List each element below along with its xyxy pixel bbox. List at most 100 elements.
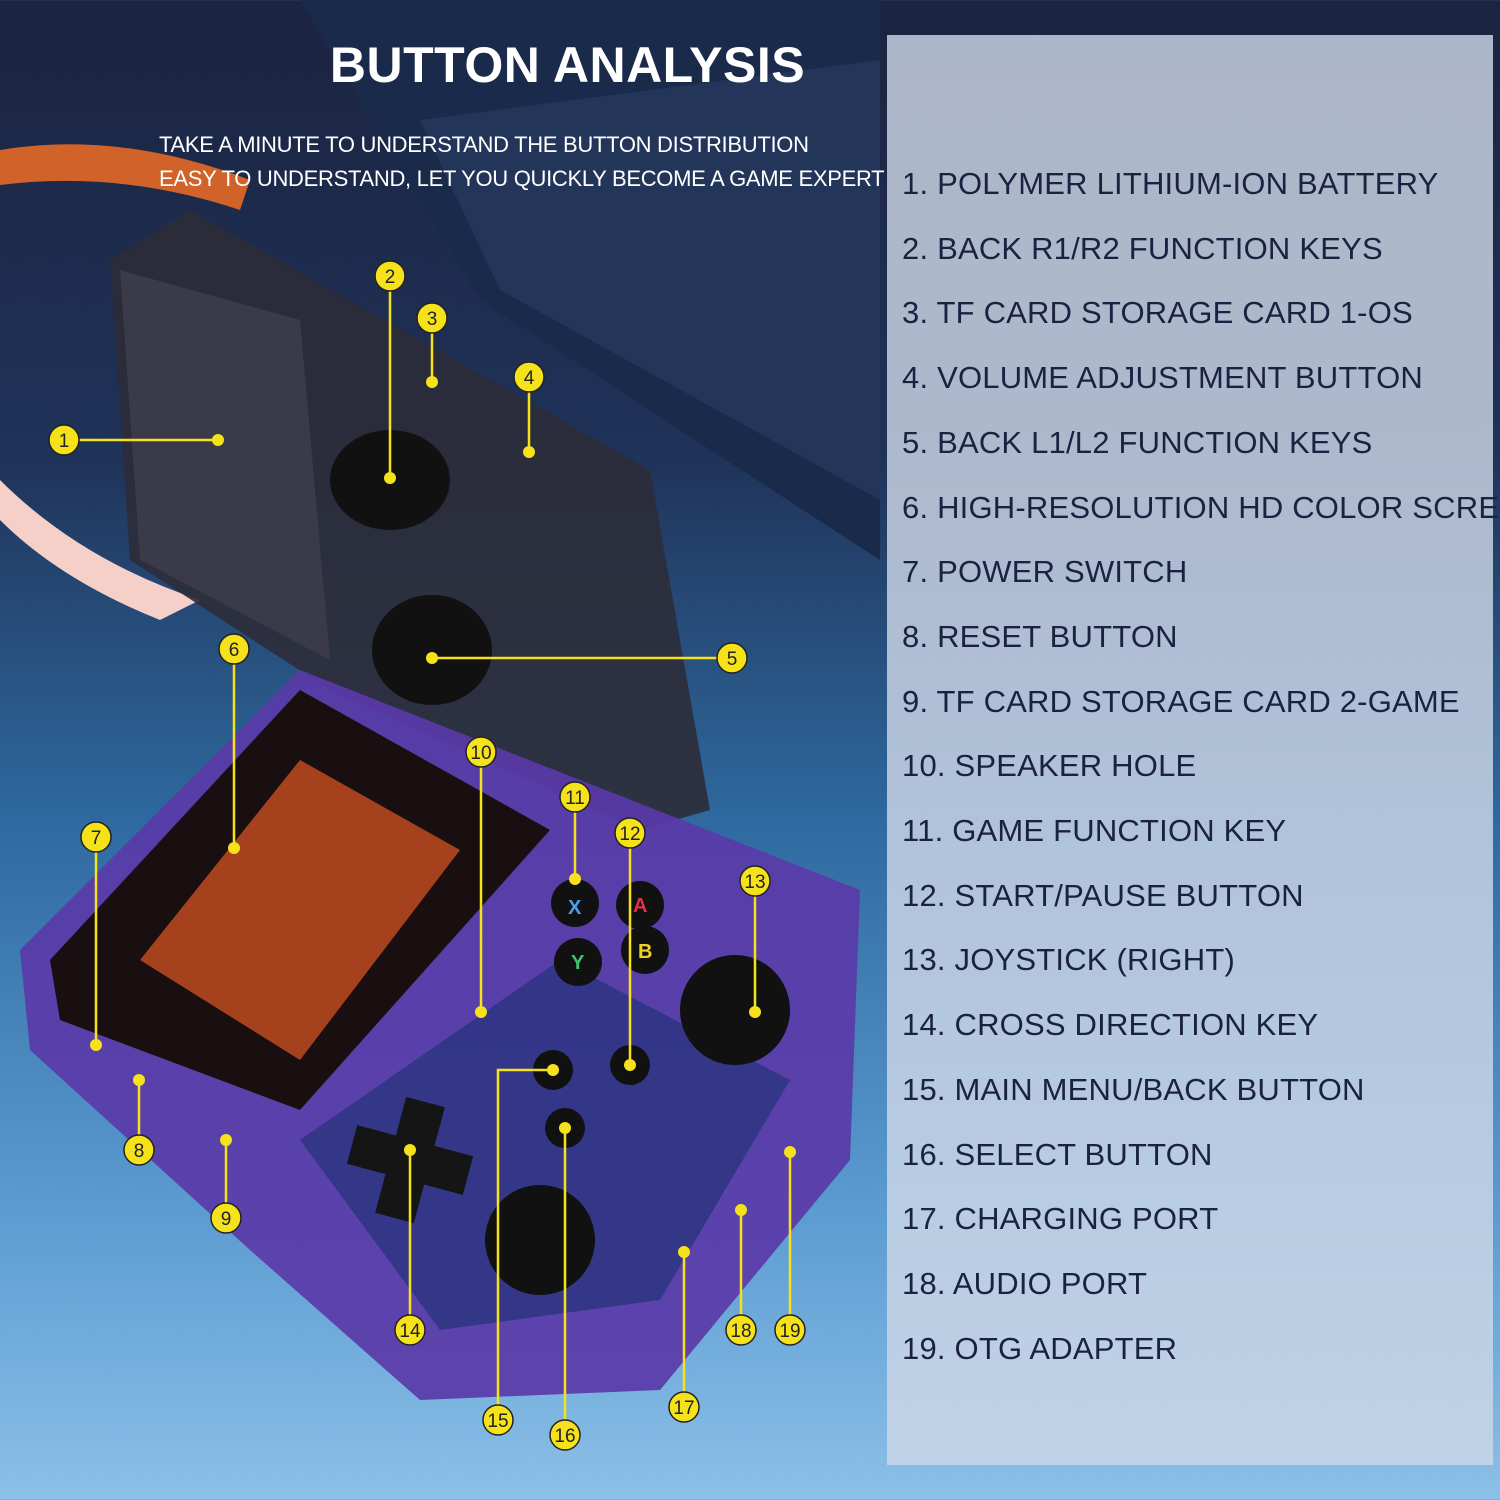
callout-dot	[90, 1039, 102, 1051]
button-y	[554, 938, 602, 986]
callout-number: 17	[673, 1398, 694, 1419]
callout-dot	[569, 873, 581, 885]
callout-number: 13	[744, 872, 765, 893]
orange-arc	[0, 144, 250, 210]
button-x-label: X	[568, 897, 582, 919]
callout-5: 5	[426, 642, 748, 674]
callout-dot	[426, 652, 438, 664]
callout-number: 10	[470, 743, 491, 764]
legend-item: 5. BACK L1/L2 FUNCTION KEYS	[902, 424, 1373, 460]
callout-circle	[739, 865, 771, 897]
callout-dot	[559, 1122, 571, 1134]
callout-dot	[749, 1006, 761, 1018]
legend-item: 15. MAIN MENU/BACK BUTTON	[902, 1071, 1365, 1107]
callout-10: 10	[465, 736, 497, 1018]
button-b-label: B	[638, 941, 652, 963]
callout-number: 3	[427, 309, 438, 330]
light-arc	[0, 480, 200, 620]
legend-item: 13. JOYSTICK (RIGHT)	[902, 942, 1235, 978]
legend-item: 16. SELECT BUTTON	[902, 1136, 1213, 1172]
callout-number: 11	[565, 788, 585, 809]
callout-number: 7	[91, 828, 102, 849]
callout-dot	[228, 842, 240, 854]
callout-circle	[725, 1314, 757, 1346]
laptop-keyboard	[420, 60, 880, 500]
subtitle-line-1: TAKE A MINUTE TO UNDERSTAND THE BUTTON D…	[159, 132, 809, 157]
legend-item: 1. POLYMER LITHIUM-ION BATTERY	[902, 166, 1439, 201]
callout-18: 18	[725, 1204, 757, 1346]
callout-dot	[624, 1059, 636, 1071]
button-a-label: A	[633, 895, 647, 917]
l-trigger	[372, 595, 492, 705]
callout-circle	[614, 817, 646, 849]
legend-item: 18. AUDIO PORT	[902, 1265, 1148, 1301]
callout-circle	[80, 821, 112, 853]
callout-dot	[523, 446, 535, 458]
legend-item: 3. TF CARD STORAGE CARD 1-OS	[902, 295, 1413, 331]
callout-16: 16	[549, 1122, 581, 1451]
legend-item: 2. BACK R1/R2 FUNCTION KEYS	[902, 230, 1383, 266]
callout-number: 8	[134, 1141, 145, 1162]
callout-13: 13	[739, 865, 771, 1018]
callout-dot	[404, 1144, 416, 1156]
legend-item: 8. RESET BUTTON	[902, 618, 1178, 654]
button-y-label: Y	[571, 952, 585, 974]
callout-circle	[394, 1314, 426, 1346]
callout-dot	[384, 472, 396, 484]
callout-circle	[774, 1314, 806, 1346]
callout-dot	[547, 1064, 559, 1076]
legend-item: 19. OTG ADAPTER	[902, 1330, 1178, 1366]
screen-image	[140, 760, 460, 1060]
legend-panel	[887, 35, 1493, 1465]
callout-circle	[374, 260, 406, 292]
callout-1: 1	[48, 424, 224, 456]
callout-dot	[133, 1074, 145, 1086]
callout-11: 11	[559, 781, 591, 885]
callout-9: 9	[210, 1134, 242, 1234]
callout-circle	[123, 1134, 155, 1166]
right-joystick	[680, 955, 790, 1065]
callout-circle	[416, 302, 448, 334]
legend-item: 4. VOLUME ADJUSTMENT BUTTON	[902, 360, 1424, 396]
callout-number: 18	[730, 1321, 751, 1342]
legend-item: 11. GAME FUNCTION KEY	[902, 813, 1287, 848]
callout-circle	[549, 1419, 581, 1451]
legend-item: 9. TF CARD STORAGE CARD 2-GAME	[902, 683, 1460, 719]
callout-number: 6	[229, 640, 240, 661]
callout-number: 4	[524, 368, 535, 389]
callout-19: 19	[774, 1146, 806, 1346]
legend-item: 17. CHARGING PORT	[902, 1201, 1219, 1237]
inner-board	[300, 960, 790, 1330]
callout-dot	[220, 1134, 232, 1146]
callout-dot	[475, 1006, 487, 1018]
legend-item: 12. START/PAUSE BUTTON	[902, 877, 1304, 913]
callout-circle	[668, 1391, 700, 1423]
callout-dot	[212, 434, 224, 446]
legend-item: 14. CROSS DIRECTION KEY	[902, 1007, 1319, 1043]
button-x	[551, 879, 599, 927]
callout-number: 19	[779, 1321, 800, 1342]
callout-number: 15	[487, 1411, 508, 1432]
callout-line	[496, 1068, 553, 1420]
callout-number: 2	[385, 267, 396, 288]
callout-12: 12	[614, 817, 646, 1071]
button-a	[616, 881, 664, 929]
callout-15: 15	[482, 1064, 559, 1436]
callout-4: 4	[513, 361, 545, 458]
callout-dot	[735, 1204, 747, 1216]
callout-number: 5	[727, 649, 738, 670]
callout-8: 8	[123, 1074, 155, 1166]
callout-number: 1	[59, 431, 70, 452]
callout-7: 7	[80, 821, 112, 1051]
callout-number: 16	[554, 1426, 575, 1447]
callout-dot	[678, 1246, 690, 1258]
callout-circle	[482, 1404, 514, 1436]
callout-circle	[559, 781, 591, 813]
callout-number: 12	[619, 824, 640, 845]
callout-17: 17	[668, 1246, 700, 1423]
callout-circle	[210, 1202, 242, 1234]
callout-14: 14	[394, 1144, 426, 1346]
callout-6: 6	[218, 633, 250, 854]
left-joystick	[485, 1185, 595, 1295]
